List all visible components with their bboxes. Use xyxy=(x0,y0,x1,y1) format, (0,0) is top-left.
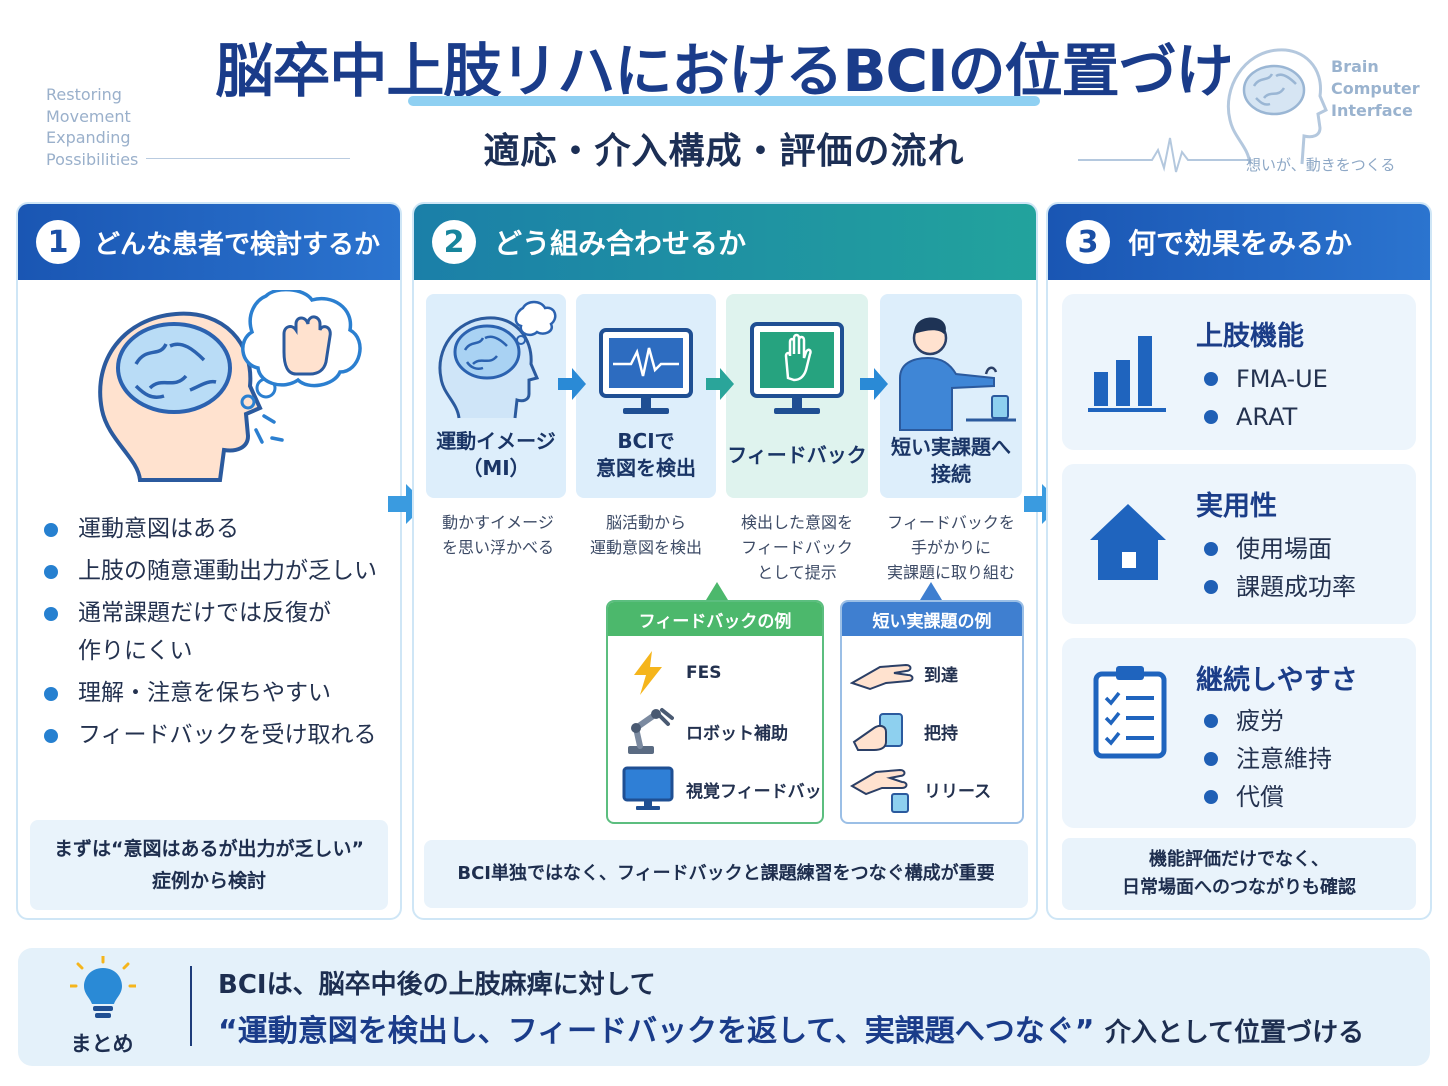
task-examples-box: 短い実課題の例 到達 把持 xyxy=(840,600,1024,824)
metric-item: 注意維持 xyxy=(1200,740,1332,778)
criteria-item: 通常課題だけでは反復が作りにくい xyxy=(40,594,340,670)
summary-emphasis: “運動意図を検出し、フィードバックを返して、実課題へつなぐ” xyxy=(218,1014,1095,1049)
thinking-head-icon xyxy=(98,290,362,482)
panel2-title: どう組み合わせるか xyxy=(494,227,747,260)
step-arrow-icon xyxy=(558,368,586,400)
metric-title: 上肢機能 xyxy=(1196,321,1304,352)
tagline-left: Restoring Movement Expanding Possibiliti… xyxy=(46,85,139,169)
metric-card-practicality: 実用性 使用場面 課題成功率 xyxy=(1062,464,1416,624)
step-bci-detect: BCIで 意図を検出 xyxy=(576,294,716,498)
step-arrow-icon xyxy=(706,368,734,400)
metric-item: 課題成功率 xyxy=(1200,568,1356,606)
step-label: フィードバック xyxy=(727,443,867,467)
step-number-1: 1 xyxy=(36,220,80,264)
metric-item: 疲労 xyxy=(1200,702,1332,740)
step-label: 運動イメージ xyxy=(436,429,556,453)
metric-item: FMA-UE xyxy=(1200,360,1328,398)
step-label: 短い実課題へ xyxy=(891,435,1011,459)
imagining-head-icon xyxy=(438,300,557,419)
panel1-header: 1 どんな患者で検討するか xyxy=(18,204,400,280)
bar-chart-icon xyxy=(1088,336,1166,412)
pointer-up-icon xyxy=(706,582,728,600)
metric-title: 継続しやすさ xyxy=(1196,665,1358,696)
summary-bar xyxy=(18,948,1430,1066)
patient-criteria-list: 運動意図はある 上肢の随意運動出力が乏しい 通常課題だけでは反復が作りにくい 理… xyxy=(40,510,400,758)
brainwave-line-icon xyxy=(1078,137,1248,173)
grasping-cup-icon xyxy=(852,713,903,751)
panel2-header: 2 どう組み合わせるか xyxy=(414,204,1036,280)
panel3-header: 3 何で効果をみるか xyxy=(1048,204,1430,280)
criteria-item: 上肢の随意運動出力が乏しい xyxy=(40,552,400,590)
metric-list: 使用場面 課題成功率 xyxy=(1200,530,1356,606)
step-number-3: 3 xyxy=(1066,220,1110,264)
task-example-grasp: 把持 xyxy=(842,702,1022,760)
task-example-release: リリース xyxy=(842,760,1022,818)
step-arrow-icon xyxy=(860,368,888,400)
task-examples-title: 短い実課題の例 xyxy=(842,602,1022,636)
monitor-icon xyxy=(622,766,674,810)
person-reaching-icon xyxy=(899,317,1016,431)
brand-text: Brain Computer Interface xyxy=(1331,57,1420,120)
feedback-example-fes: FES xyxy=(608,644,822,702)
monitor-brainwave-icon xyxy=(599,328,693,414)
step-label: 意図を検出 xyxy=(596,456,696,480)
panel3-title: 何で効果をみるか xyxy=(1128,227,1353,260)
metric-list: FMA-UE ARAT xyxy=(1200,360,1328,436)
releasing-hand-icon xyxy=(850,768,909,813)
brain-head-logo-icon xyxy=(1227,48,1328,165)
metric-item: 使用場面 xyxy=(1200,530,1356,568)
panel2-note: BCI単独ではなく、フィードバックと課題練習をつなぐ構成が重要 xyxy=(424,840,1028,908)
step-motor-imagery: 運動イメージ （MI） xyxy=(426,294,566,498)
step-description: 動かすイメージ を思い浮かべる xyxy=(441,513,554,557)
summary-divider xyxy=(190,966,192,1046)
feedback-examples-box: フィードバックの例 FES ロボット補助 xyxy=(606,600,824,824)
step-description: 脳活動から 運動意図を検出 xyxy=(589,513,702,557)
feedback-examples-title: フィードバックの例 xyxy=(608,602,822,636)
metric-card-continuity: 継続しやすさ 疲労 注意維持 代償 xyxy=(1062,638,1416,828)
step-description: フィードバックを 手がかりに 実課題に取り組む xyxy=(886,513,1015,582)
flow-arrow-icon xyxy=(388,484,426,524)
task-example-reach: 到達 xyxy=(842,644,1022,702)
panel1-title: どんな患者で検討するか xyxy=(94,229,381,260)
reaching-hand-icon xyxy=(850,663,914,691)
flow-arrow-icon xyxy=(1024,484,1062,524)
robot-arm-icon xyxy=(628,708,674,754)
step-label: BCIで xyxy=(617,429,675,453)
step-description: 検出した意図を フィードバック として提示 xyxy=(740,513,853,582)
criteria-item: フィードバックを受け取れる xyxy=(40,716,400,754)
criteria-item: 理解・注意を保ちやすい xyxy=(40,674,400,712)
pointer-up-icon xyxy=(920,582,942,600)
main-title: 脳卒中上肢リハにおけるBCIの位置づけ xyxy=(215,37,1233,105)
step-label: （MI） xyxy=(462,456,530,480)
monitor-hand-icon xyxy=(750,322,844,414)
subtitle: 適応・介入構成・評価の流れ xyxy=(483,131,965,172)
criteria-item: 運動意図はある xyxy=(40,510,400,548)
summary-label: まとめ xyxy=(70,1032,134,1056)
metric-item: 代償 xyxy=(1200,778,1332,816)
step-real-task: 短い実課題へ 接続 xyxy=(880,294,1022,498)
summary-line2: “運動意図を検出し、フィードバックを返して、実課題へつなぐ” 介入として位置づけ… xyxy=(218,1006,1364,1050)
tagline-divider xyxy=(146,158,350,159)
lightbulb-icon xyxy=(70,956,136,1018)
feedback-example-visual: 視覚フィードバック xyxy=(608,760,822,818)
metric-list: 疲労 注意維持 代償 xyxy=(1200,702,1332,816)
motto: 想いが、動きをつくる xyxy=(1246,156,1396,174)
title-underline xyxy=(408,96,1040,106)
lightning-icon xyxy=(634,651,662,695)
panel1-note: まずは“意図はあるが出力が乏しい” 症例から検討 xyxy=(30,820,388,910)
house-icon xyxy=(1090,504,1166,580)
summary-line1: BCIは、脳卒中後の上肢麻痺に対して xyxy=(218,970,656,1000)
clipboard-icon xyxy=(1093,666,1167,759)
metric-item: ARAT xyxy=(1200,398,1328,436)
metric-card-upper-limb: 上肢機能 FMA-UE ARAT xyxy=(1062,294,1416,450)
step-number-2: 2 xyxy=(432,220,476,264)
step-feedback: フィードバック xyxy=(726,294,868,498)
panel3-note: 機能評価だけでなく、 日常場面へのつながりも確認 xyxy=(1062,838,1416,910)
feedback-example-robot: ロボット補助 xyxy=(608,702,822,760)
metric-title: 実用性 xyxy=(1196,491,1277,522)
step-label: 接続 xyxy=(931,462,971,486)
summary-tail: 介入として位置づける xyxy=(1104,1018,1365,1048)
